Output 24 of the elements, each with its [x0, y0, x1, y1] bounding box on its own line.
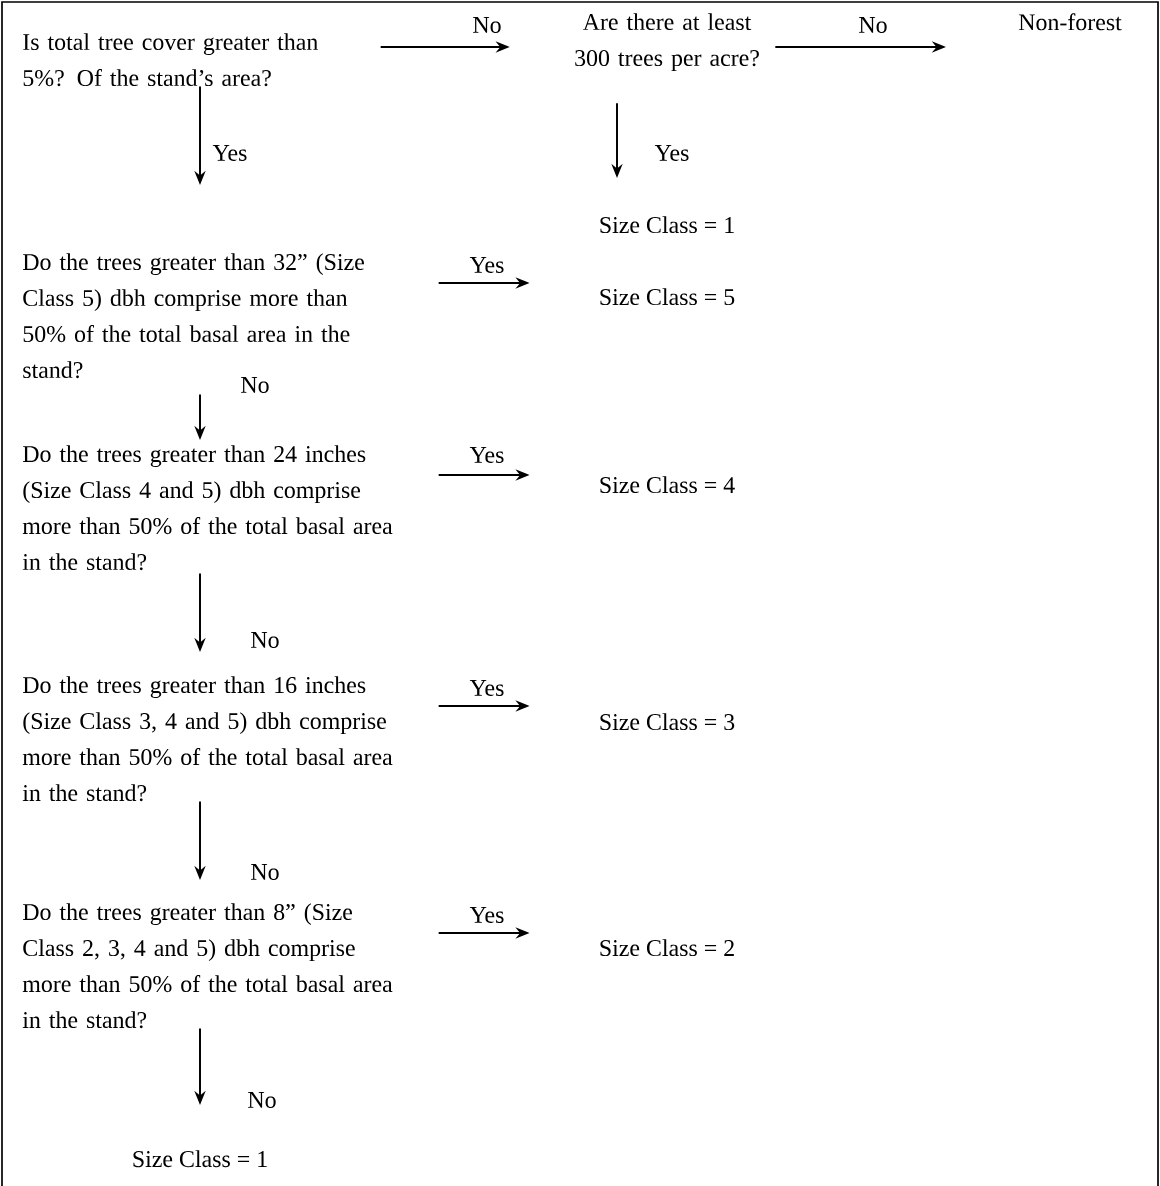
- outcome-text: Size Class = 2: [600, 939, 734, 957]
- edge-label: Yes: [468, 678, 506, 698]
- question-text: Do the trees greater than 8” (Size Class 2, 3, 4 and 5) dbh comprise more than 50% of the total basal area in the stand?: [22, 903, 393, 1029]
- edge-label: Yes: [468, 905, 506, 925]
- edge-label: No: [857, 15, 889, 35]
- outcome-text: Size Class = 1: [600, 216, 734, 234]
- edge-label: No: [471, 15, 503, 35]
- outcome-text: Size Class = 5: [600, 288, 735, 306]
- outcome-text: Non-forest: [1018, 13, 1122, 31]
- question-text: Do the trees greater than 24 inches (Size Class 4 and 5) dbh comprise more than 50% of the total basal area in the stand?: [22, 445, 393, 571]
- question-text: Do the trees greater than 16 inches (Size Class 3, 4 and 5) dbh comprise more than 50% of the total basal area in the stand?: [22, 676, 393, 802]
- outcome-text: Size Class = 3: [600, 713, 735, 731]
- edge-label: Yes: [468, 255, 506, 275]
- question-text: Is total tree cover greater than 5%? Of the stand’s area?: [23, 33, 318, 87]
- edge-label: No: [249, 862, 281, 882]
- outcome-text: Size Class = 4: [600, 476, 735, 494]
- outcome-text: Size Class = 1: [133, 1150, 267, 1168]
- edge-label: Yes: [468, 445, 506, 465]
- edge-label: Yes: [653, 143, 691, 163]
- question-text: Are there at least 300 trees per acre?: [575, 13, 759, 71]
- edge-label: No: [246, 1090, 278, 1110]
- edge-label: No: [239, 375, 271, 395]
- edge-label: No: [249, 630, 281, 650]
- edge-label: Yes: [211, 143, 249, 163]
